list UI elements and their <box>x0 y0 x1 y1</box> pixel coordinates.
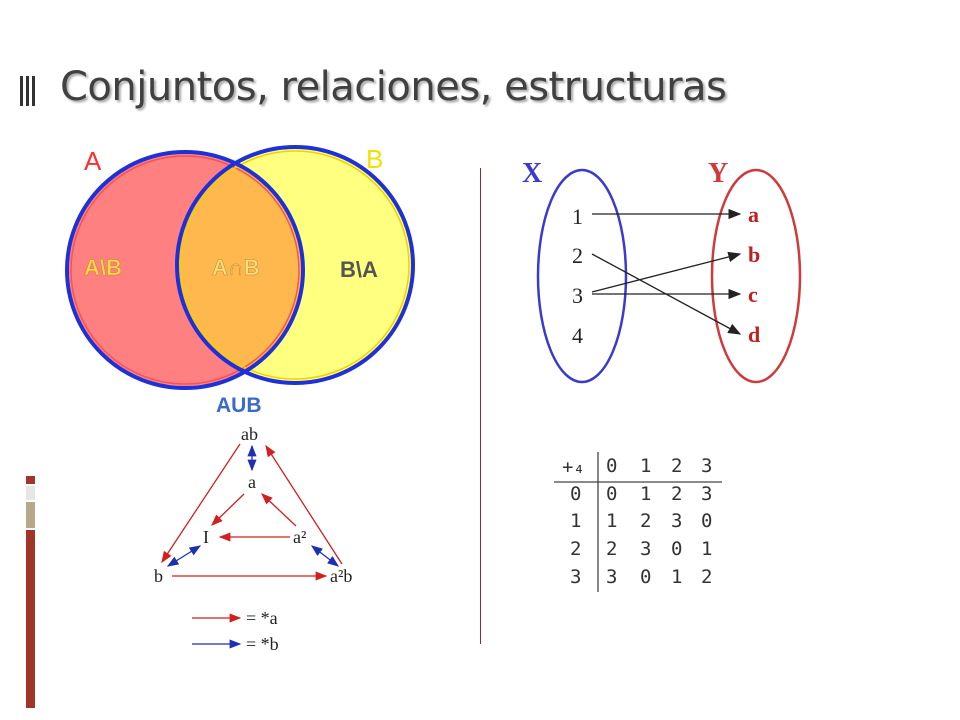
mapping-codomain-ellipse <box>710 168 802 384</box>
table-header-1: 1 <box>640 455 651 477</box>
cayley-node-identity: I <box>203 527 209 547</box>
table-cell: 2 <box>671 483 682 505</box>
table-cell: 1 <box>640 483 651 505</box>
venn-label-a-minus-b: A\B <box>84 255 122 280</box>
codomain-element-a: a <box>748 202 759 227</box>
cayley-node-a2: a² <box>293 527 306 547</box>
table-cell: 3 <box>671 510 682 532</box>
cayley-edge-a2-a2b-blue <box>310 545 340 567</box>
venn-label-b: B <box>366 144 383 174</box>
mapping-domain-label: X <box>522 158 542 189</box>
table-row-label: 1 <box>570 510 581 532</box>
domain-element-2: 2 <box>572 243 583 268</box>
table-operator: +₄ <box>562 456 585 478</box>
table-cell: 1 <box>671 566 682 588</box>
venn-label-intersection: A∩B <box>212 255 260 280</box>
cayley-node-ab: ab <box>241 424 258 444</box>
cayley-node-b: b <box>154 566 163 586</box>
table-cell: 0 <box>606 483 617 505</box>
cayley-node-a: a <box>248 472 256 492</box>
domain-element-4: 4 <box>572 323 583 348</box>
table-header-3: 3 <box>701 455 712 477</box>
domain-element-3: 3 <box>572 283 583 308</box>
legend-blue-label: = *b <box>246 634 279 654</box>
mapping-codomain-label: Y <box>708 158 728 189</box>
mapping-domain-ellipse <box>536 168 628 384</box>
domain-element-1: 1 <box>572 204 583 229</box>
cayley-edge-ab-b-red <box>161 443 241 564</box>
title-bar-mark-3 <box>32 76 35 106</box>
accent-bar-red-long <box>26 530 35 708</box>
vertical-divider <box>480 168 481 644</box>
table-cell: 2 <box>606 538 617 560</box>
codomain-element-d: d <box>748 322 760 347</box>
accent-bar-gray <box>26 486 35 500</box>
table-cell: 3 <box>640 538 651 560</box>
accent-bar-red-top <box>26 476 35 484</box>
table-cell: 3 <box>606 566 617 588</box>
mapping-arrow-3-b <box>591 251 742 293</box>
table-cell: 1 <box>606 510 617 532</box>
accent-bar-tan <box>26 502 35 528</box>
codomain-element-b: b <box>748 242 760 267</box>
table-cell: 0 <box>671 538 682 560</box>
cayley-edge-i-b-blue <box>166 545 202 567</box>
venn-circle-b-outline <box>175 145 415 385</box>
table-cell: 0 <box>701 510 712 532</box>
legend-red-label: = *a <box>246 608 278 628</box>
slide-title: Conjuntos, relaciones, estructuras <box>60 64 727 110</box>
venn-circle-a-outline <box>65 150 305 390</box>
title-bar-mark-1 <box>20 76 23 106</box>
cayley-edge-a-i-red <box>211 493 245 526</box>
title-bar-mark-2 <box>26 76 29 106</box>
venn-intersection <box>179 154 301 381</box>
cayley-edge-a2b-ab-red <box>265 444 343 565</box>
cayley-node-a2b: a²b <box>330 566 352 586</box>
table-row-label: 0 <box>570 483 581 505</box>
venn-circle-b-inner-outline <box>180 150 410 380</box>
venn-label-a: A <box>84 146 102 176</box>
venn-circle-a-inner-outline <box>70 155 300 385</box>
table-cell: 2 <box>701 566 712 588</box>
venn-label-b-minus-a: B\A <box>340 257 378 282</box>
table-cell: 2 <box>640 510 651 532</box>
table-header-2: 2 <box>671 455 682 477</box>
venn-label-union: AUB <box>216 394 262 417</box>
table-header-0: 0 <box>606 455 617 477</box>
table-cell: 3 <box>701 483 712 505</box>
table-cell: 0 <box>640 566 651 588</box>
table-row-label: 3 <box>570 566 581 588</box>
table-cell: 1 <box>701 538 712 560</box>
codomain-element-c: c <box>748 282 758 307</box>
table-row-label: 2 <box>570 538 581 560</box>
cayley-edge-a2-a-red <box>261 493 297 527</box>
